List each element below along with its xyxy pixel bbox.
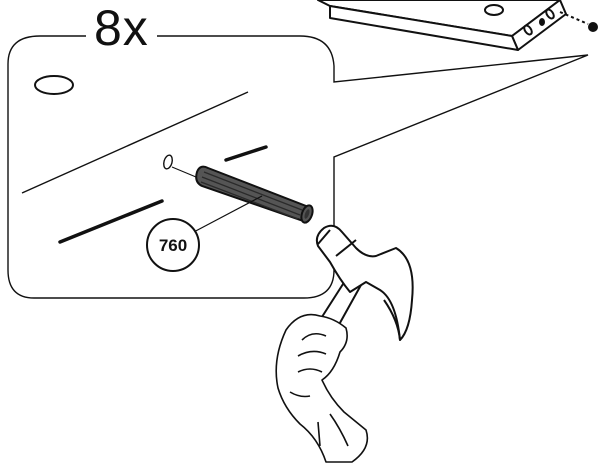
hand-icon xyxy=(275,313,369,463)
part-number-callout: 760 xyxy=(146,195,263,272)
insertion-guide-line xyxy=(171,166,197,178)
zoom-callout xyxy=(7,35,589,299)
part-number-label: 760 xyxy=(159,236,187,255)
dowel-hole-small xyxy=(163,154,173,170)
hammer-icon xyxy=(315,224,414,341)
panel-edge-lines xyxy=(21,91,268,244)
quantity-label: 8x xyxy=(86,0,157,56)
wooden-dowel-icon xyxy=(195,165,314,224)
board-panel-icon xyxy=(317,0,598,51)
dowel-hole xyxy=(34,75,74,95)
